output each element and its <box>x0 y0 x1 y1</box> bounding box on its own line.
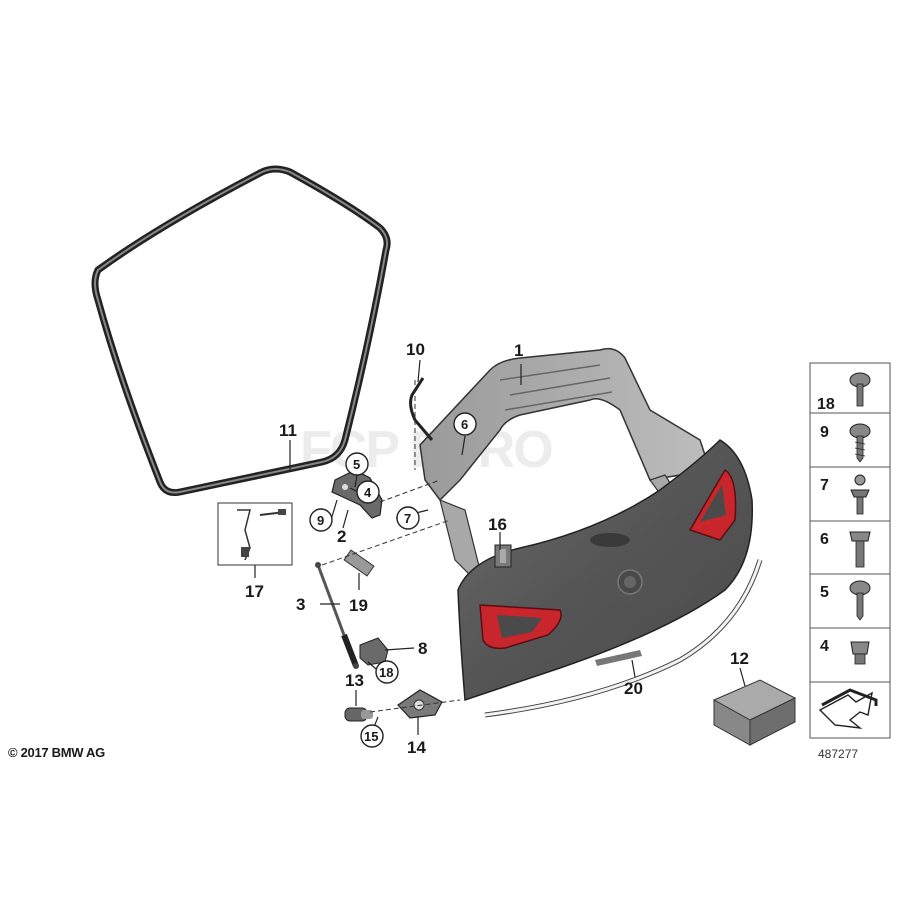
wiring-harness[interactable] <box>217 502 293 566</box>
fastener-5-icon <box>849 580 871 621</box>
callout-16: 16 <box>488 515 507 534</box>
circled-callouts <box>309 412 477 748</box>
callout-5: 5 <box>353 457 360 472</box>
fastener-9-icon <box>849 423 871 463</box>
tailgate-outer-panel[interactable] <box>457 439 754 702</box>
gas-strut[interactable] <box>315 562 359 669</box>
callout-2: 2 <box>337 527 346 546</box>
cable[interactable] <box>409 377 434 441</box>
tailgate-lock[interactable] <box>397 689 443 719</box>
fastener-7-icon <box>850 474 870 515</box>
sidebar-label-5: 5 <box>820 584 829 601</box>
small-bracket[interactable] <box>494 544 512 568</box>
callout-19: 19 <box>349 596 368 615</box>
fastener-6-icon <box>849 531 871 568</box>
fastener-4-icon <box>850 641 870 665</box>
arrow-icon <box>818 688 878 729</box>
fastener-18-icon <box>849 372 871 407</box>
fastener-sidebar: 18 9 7 6 5 4 <box>809 362 891 739</box>
callout-8: 8 <box>418 639 427 658</box>
parts-kit-box[interactable] <box>712 679 797 746</box>
dashed-leaders <box>321 380 461 713</box>
callout-6: 6 <box>461 417 468 432</box>
callout-18: 18 <box>379 665 393 680</box>
callout-3: 3 <box>296 595 305 614</box>
callout-17: 17 <box>245 582 264 601</box>
sidebar-label-9: 9 <box>820 424 829 441</box>
sidebar-label-7: 7 <box>820 477 829 494</box>
callout-11: 11 <box>279 421 297 440</box>
sidebar-label-18: 18 <box>817 396 835 413</box>
diagram-id: 487277 <box>818 747 859 761</box>
callout-4: 4 <box>364 485 372 500</box>
callout-15: 15 <box>364 729 378 744</box>
callout-10: 10 <box>406 340 425 359</box>
callout-12: 12 <box>730 649 749 668</box>
sidebar-label-4: 4 <box>820 638 829 655</box>
callout-7: 7 <box>404 511 411 526</box>
callout-13: 13 <box>345 671 364 690</box>
pad[interactable] <box>343 549 375 577</box>
copyright-text: © 2017 BMW AG <box>8 745 105 760</box>
callout-1: 1 <box>514 341 523 360</box>
tailgate-seal[interactable] <box>91 165 391 496</box>
callout-14: 14 <box>407 738 426 757</box>
rubber-buffer[interactable] <box>344 707 373 722</box>
callout-20: 20 <box>624 679 643 698</box>
callout-9: 9 <box>317 513 324 528</box>
sidebar-label-6: 6 <box>820 531 829 548</box>
